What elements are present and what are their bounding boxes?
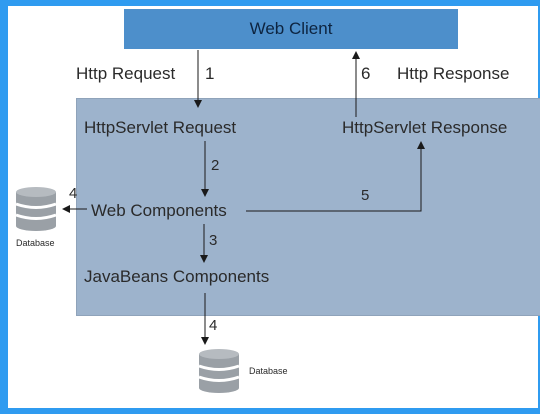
web-client-box: Web Client (124, 9, 458, 49)
http-request-label: Http Request (76, 64, 176, 83)
step-4-left-label: 4 (69, 185, 78, 202)
servlet-request-label: HttpServlet Request (84, 118, 237, 137)
database-bottom-label: Database (249, 366, 288, 376)
database-left-icon (15, 187, 57, 231)
javabeans-components-label: JavaBeans Components (84, 267, 270, 286)
database-bottom-icon (198, 349, 240, 393)
step-1-label: 1 (205, 64, 215, 83)
step-4-bottom-label: 4 (209, 317, 218, 334)
web-client-label: Web Client (249, 19, 333, 38)
step-3-label: 3 (209, 232, 218, 249)
database-left-label: Database (16, 238, 55, 248)
web-components-label: Web Components (91, 201, 227, 220)
servlet-response-label: HttpServlet Response (342, 118, 508, 137)
http-response-label: Http Response (397, 64, 510, 83)
step-2-label: 2 (211, 157, 220, 174)
server-container (76, 98, 540, 316)
arrow-5 (246, 141, 425, 212)
step-6-label: 6 (361, 64, 371, 83)
step-5-label: 5 (361, 187, 370, 204)
